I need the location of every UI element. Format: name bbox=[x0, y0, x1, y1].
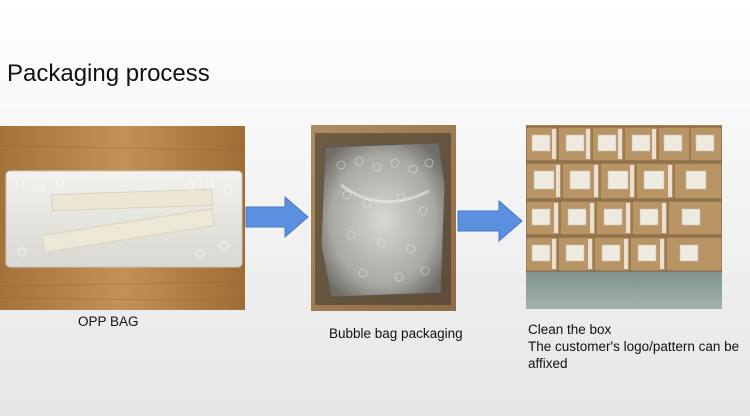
caption-line: affixed bbox=[528, 356, 568, 371]
step-caption-opp-bag: OPP BAG bbox=[78, 314, 139, 329]
right-arrow-icon bbox=[245, 195, 309, 239]
slide-title: Packaging process bbox=[7, 60, 210, 87]
bubble-bag-photo bbox=[311, 125, 456, 311]
caption-line: Clean the box bbox=[528, 322, 612, 337]
step-caption-bubble-bag: Bubble bag packaging bbox=[329, 326, 463, 341]
boxes-photo bbox=[526, 125, 722, 309]
step-caption-box: Clean the box The customer's logo/patter… bbox=[528, 321, 739, 372]
caption-line: The customer's logo/pattern can be bbox=[528, 339, 740, 354]
opp-bag-photo bbox=[0, 126, 245, 310]
right-arrow-icon bbox=[457, 199, 523, 243]
